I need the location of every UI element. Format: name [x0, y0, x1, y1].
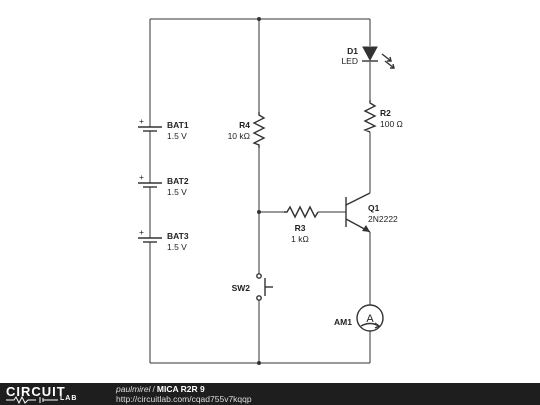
- resistor-r3[interactable]: R3 1 kΩ: [284, 205, 319, 244]
- r2-value: 100 Ω: [380, 119, 403, 129]
- circuit-schematic: + BAT1 1.5 V + BAT2 1.5 V + BAT3 1.5 V R…: [138, 17, 403, 365]
- footer-bar: CIRCUIT LAB paulmirel/MICA R2R 9 http://…: [0, 383, 540, 405]
- ammeter-symbol: A: [366, 313, 374, 325]
- bat3-name: BAT3: [167, 231, 189, 241]
- logo-circuit-icon: [6, 396, 58, 404]
- sw2-name: SW2: [232, 283, 251, 293]
- resistor-r2[interactable]: R2 100 Ω: [363, 100, 403, 133]
- am1-name: AM1: [334, 317, 352, 327]
- bat1-name: BAT1: [167, 120, 189, 130]
- ammeter-am1[interactable]: A AM1: [334, 304, 384, 332]
- credit-separator: /: [152, 384, 155, 394]
- schematic-title[interactable]: MICA R2R 9: [156, 384, 205, 394]
- bat3-plus-sign: +: [139, 227, 144, 237]
- junction-top: [257, 17, 261, 21]
- schematic-url-link[interactable]: http://circuitlab.com/cqad755v7kqqp: [116, 394, 252, 404]
- author-link[interactable]: paulmirel: [116, 384, 151, 394]
- r2-name: R2: [380, 108, 391, 118]
- q1-value: 2N2222: [368, 214, 398, 224]
- schematic-credit: paulmirel/MICA R2R 9: [116, 384, 205, 394]
- light-emission-arrows-icon: [381, 53, 395, 69]
- battery-bat2[interactable]: + BAT2 1.5 V: [138, 172, 189, 197]
- r3-value: 1 kΩ: [291, 234, 309, 244]
- led-d1[interactable]: D1 LED: [341, 46, 395, 69]
- junction-mid: [257, 210, 261, 214]
- bat1-plus-sign: +: [139, 116, 144, 126]
- resistor-r4[interactable]: R4 10 kΩ: [228, 112, 266, 148]
- bat2-name: BAT2: [167, 176, 189, 186]
- circuitlab-logo[interactable]: CIRCUIT LAB: [6, 384, 114, 404]
- transistor-q1[interactable]: Q1 2N2222: [345, 192, 398, 233]
- d1-name: D1: [347, 46, 358, 56]
- r3-name: R3: [295, 223, 306, 233]
- wires: [149, 18, 371, 364]
- battery-bat1[interactable]: + BAT1 1.5 V: [138, 116, 189, 141]
- bat2-plus-sign: +: [139, 172, 144, 182]
- r4-name: R4: [239, 120, 250, 130]
- d1-value: LED: [341, 56, 358, 66]
- r4-value: 10 kΩ: [228, 131, 250, 141]
- bat2-value: 1.5 V: [167, 187, 187, 197]
- logo-text-bottom: LAB: [60, 395, 78, 402]
- battery-bat3[interactable]: + BAT3 1.5 V: [138, 227, 189, 252]
- bat3-value: 1.5 V: [167, 242, 187, 252]
- logo-text-top: CIRCUIT: [6, 384, 66, 399]
- bat1-value: 1.5 V: [167, 131, 187, 141]
- junction-bottom: [257, 361, 261, 365]
- switch-sw2[interactable]: SW2: [232, 273, 273, 301]
- q1-name: Q1: [368, 203, 380, 213]
